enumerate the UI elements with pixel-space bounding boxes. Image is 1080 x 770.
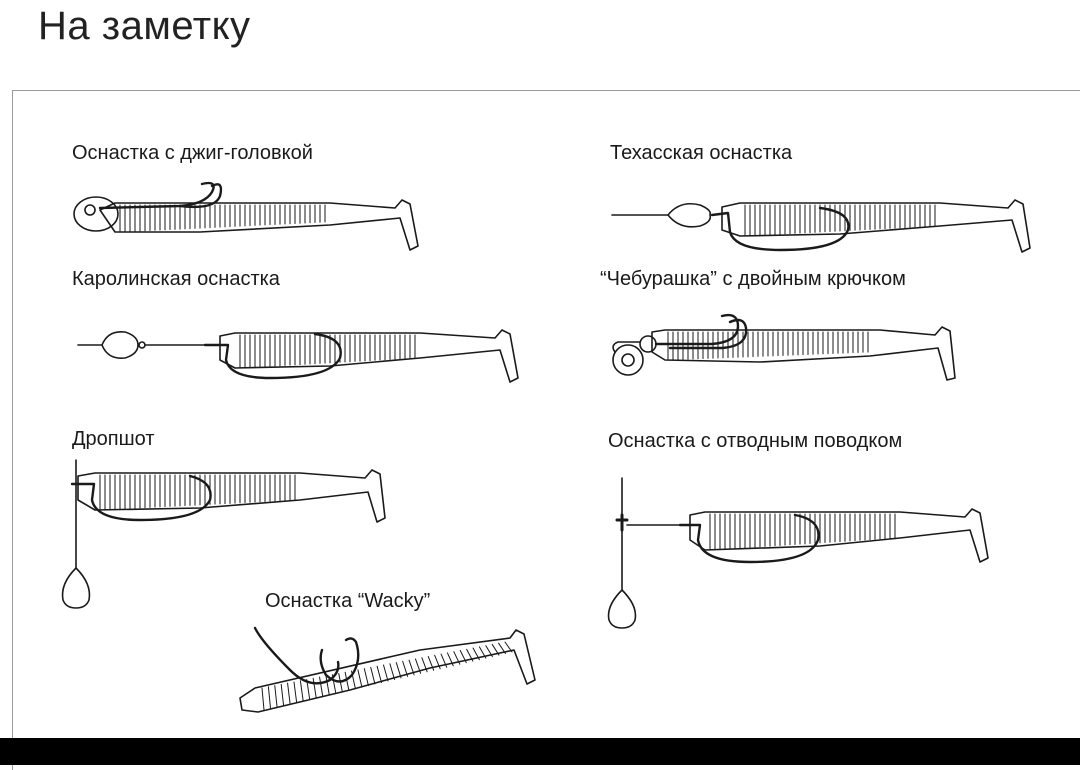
- bait-rib: [395, 662, 402, 679]
- jig-bait-body: [99, 199, 419, 251]
- bait-rib: [427, 656, 435, 671]
- drop-leader-rig-drawing: [607, 477, 989, 629]
- bait-rib: [478, 646, 487, 659]
- drop-leader-hook: [678, 513, 820, 564]
- texas-bait-body: [721, 199, 1031, 253]
- bait-rib: [267, 686, 272, 709]
- bait-rib: [357, 669, 363, 688]
- cheburashka-weight-inner: [621, 353, 635, 367]
- bait-rib: [287, 682, 291, 705]
- bait-rib: [491, 643, 500, 656]
- jig-hook: [98, 181, 215, 210]
- jig-hook-point: [178, 183, 223, 209]
- bait-rib: [414, 658, 422, 674]
- bait-rib: [383, 664, 389, 682]
- texas-bullet-weight: [667, 202, 712, 228]
- carolina-swivel: [138, 341, 146, 349]
- carolina-sinker: [101, 330, 139, 360]
- bait-rib: [363, 668, 369, 687]
- cheburashka-weight: [612, 344, 644, 376]
- wacky-bait-ribs: [261, 641, 513, 711]
- cheburashka-bait-head: [639, 335, 657, 353]
- label-carolina: Каролинская оснастка: [72, 268, 280, 290]
- wacky-rig-drawing: [239, 626, 536, 713]
- drop-leader-weight: [607, 589, 637, 629]
- bait-rib: [274, 685, 278, 708]
- bait-rib: [472, 647, 480, 661]
- bait-rib: [312, 677, 317, 699]
- dropshot-hook: [70, 474, 212, 522]
- bait-rib: [446, 652, 454, 667]
- bait-rib: [504, 641, 513, 653]
- bait-rib: [453, 651, 461, 665]
- bait-rib: [498, 642, 506, 655]
- label-texas: Техасская оснастка: [610, 142, 793, 164]
- cheburashka-rig-drawing: [612, 313, 956, 381]
- jig-bait-ribs: [119, 204, 326, 233]
- bait-rib: [325, 675, 330, 696]
- bait-rib: [459, 649, 467, 664]
- label-dropshot: Дропшот: [72, 428, 155, 450]
- carolina-bait-body: [219, 329, 519, 383]
- page-title: На заметку: [38, 4, 251, 48]
- bait-rib: [299, 680, 304, 702]
- dropshot-rig-drawing: [61, 459, 386, 609]
- carolina-rig-drawing: [77, 329, 519, 383]
- bait-rib: [344, 671, 350, 691]
- drop-leader-bait-ribs: [709, 513, 896, 551]
- bottom-bar: [0, 738, 1080, 765]
- label-jig: Оснастка с джиг-головкой: [72, 142, 313, 164]
- label-cheburashka: “Чебурашка” с двойным крючком: [600, 268, 906, 290]
- wacky-bait-body: [239, 629, 536, 713]
- bait-rib: [293, 681, 298, 703]
- bait-rib: [434, 654, 441, 670]
- bait-rib: [280, 683, 285, 706]
- cheburashka-bait-ribs: [667, 331, 869, 361]
- cheburashka-double-hook-1: [654, 313, 740, 346]
- dropshot-weight: [61, 567, 91, 609]
- jig-head: [73, 196, 119, 232]
- diagram-frame: [12, 90, 1080, 770]
- label-wacky: Оснастка “Wacky”: [265, 590, 431, 612]
- carolina-hook: [203, 332, 342, 380]
- bait-rib: [376, 665, 382, 684]
- wacky-hook-2: [319, 637, 360, 683]
- jig-rig-drawing: [73, 181, 419, 251]
- bait-rib: [440, 653, 448, 668]
- dropshot-bait-ribs: [99, 474, 296, 511]
- label-drop-leader: Оснастка с отводным поводком: [608, 430, 903, 452]
- bait-rib: [408, 659, 415, 676]
- bait-rib: [261, 687, 265, 711]
- texas-bait-ribs: [744, 204, 936, 237]
- jig-head-eye: [84, 204, 96, 216]
- bait-rib: [370, 666, 376, 685]
- cheburashka-double-hook-2: [668, 318, 748, 350]
- drop-leader-bait-body: [689, 508, 989, 563]
- bait-rib: [485, 645, 493, 658]
- dropshot-bait-body: [77, 469, 386, 523]
- bait-rib: [319, 676, 324, 697]
- bait-rib: [466, 648, 474, 662]
- cheburashka-bait-body: [651, 326, 956, 381]
- carolina-bait-ribs: [239, 334, 416, 369]
- bait-rib: [421, 657, 428, 673]
- wacky-hook-1: [253, 626, 340, 685]
- drop-leader-swivel: [615, 513, 629, 532]
- texas-hook: [710, 206, 850, 252]
- bait-rib: [402, 660, 409, 677]
- texas-rig-drawing: [611, 199, 1031, 253]
- cheburashka-wire: [612, 341, 641, 353]
- bait-rib: [389, 663, 396, 680]
